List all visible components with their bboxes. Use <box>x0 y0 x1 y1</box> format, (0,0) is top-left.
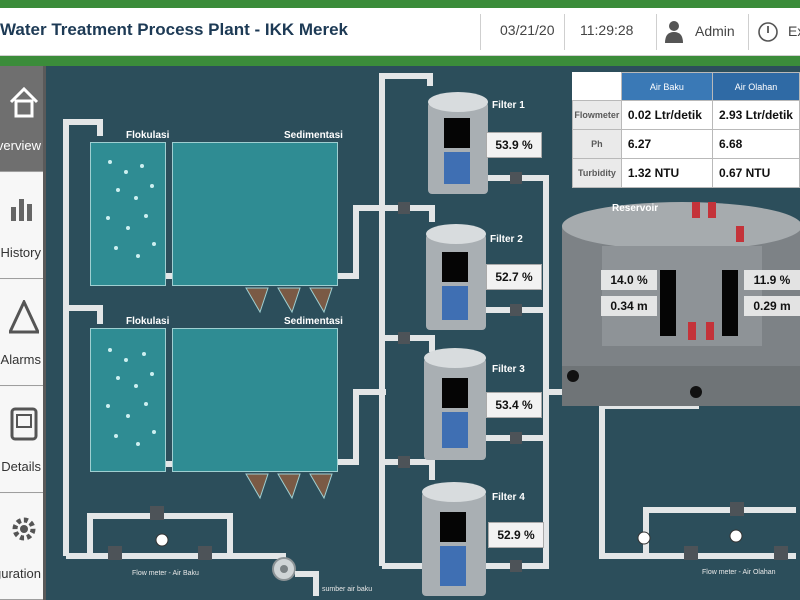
header-divider <box>748 14 749 50</box>
filter-vessels <box>422 92 488 596</box>
exit-icon[interactable] <box>757 21 779 43</box>
flocculation-tank-2 <box>90 328 166 472</box>
filter-value-1: 53.9 % <box>486 132 542 158</box>
filter-value-2: 52.7 % <box>486 264 542 290</box>
filter-label-3: Filter 3 <box>492 364 525 375</box>
source-pipe <box>295 571 319 596</box>
exit-button[interactable]: Exit <box>788 23 800 39</box>
app-title: Water Treatment Process Plant - IKK Mere… <box>0 20 348 39</box>
user-icon[interactable] <box>664 20 684 44</box>
table-row-header: Ph <box>572 129 622 159</box>
process-canvas: Flokulasi Sedimentasi Flokulasi Sediment… <box>46 66 800 600</box>
filter-vessel-2 <box>426 224 486 330</box>
gauge-group <box>155 529 743 547</box>
warning-icon <box>9 300 39 334</box>
pump-hub <box>280 565 288 573</box>
reservoir-left-level-pct: 14.0 % <box>601 270 657 290</box>
filter-vessel-4 <box>422 482 486 596</box>
source-label: sumber air baku <box>322 586 373 593</box>
table-header-row: Air Baku Air Olahan <box>573 72 800 101</box>
sidebar-item-label: History <box>0 245 41 260</box>
reservoir-title: Reservoir <box>612 203 659 214</box>
table-column-header: Air Olahan <box>711 72 800 101</box>
sidebar-item-history[interactable]: History <box>0 173 43 279</box>
header-divider <box>480 14 481 50</box>
sidebar-item-label: Overview <box>0 138 41 153</box>
hopper-group <box>245 287 333 500</box>
details-icon <box>10 407 38 441</box>
valve-group <box>108 172 788 572</box>
sidebar-item-details[interactable]: Details <box>0 387 43 493</box>
sedimentation-tank-1 <box>172 142 338 286</box>
table-cell: 6.68 <box>711 129 800 159</box>
reservoir-left-level-m: 0.34 m <box>601 296 657 316</box>
filter-value-3: 53.4 % <box>486 392 542 418</box>
bar-chart-icon <box>11 199 32 221</box>
filter-label-4: Filter 4 <box>492 492 525 503</box>
filter-label-1: Filter 1 <box>492 100 525 111</box>
user-name[interactable]: Admin <box>695 23 735 39</box>
quality-table: Air Baku Air Olahan Flowmeter 0.02 Ltr/d… <box>572 72 800 188</box>
sedimentation-label-1: Sedimentasi <box>284 130 343 141</box>
flocculation-label-2: Flokulasi <box>126 316 170 327</box>
sidebar-item-alarms[interactable]: Alarms <box>0 280 43 386</box>
table-cell: 0.02 Ltr/detik <box>620 100 713 130</box>
filter-value-4: 52.9 % <box>488 522 544 548</box>
header-divider <box>564 14 565 50</box>
table-row: Ph 6.27 6.68 <box>572 129 800 159</box>
flocculation-label-1: Flokulasi <box>126 130 170 141</box>
sidebar: Overview History Alarms Details Configur… <box>0 66 46 600</box>
sidebar-item-label: Alarms <box>0 352 41 367</box>
sedimentation-label-2: Sedimentasi <box>284 316 343 327</box>
header-bar: Water Treatment Process Plant - IKK Mere… <box>0 0 800 66</box>
filter-vessel-1 <box>428 92 488 194</box>
table-row: Flowmeter 0.02 Ltr/detik 2.93 Ltr/detik <box>572 100 800 130</box>
header-time: 11:29:28 <box>580 22 634 38</box>
flowmeter-raw-label: Flow meter - Air Baku <box>132 570 199 577</box>
sidebar-item-configuration[interactable]: Configuration <box>0 494 43 600</box>
table-cell: 0.67 NTU <box>711 158 800 188</box>
sedimentation-tank-2 <box>172 328 338 472</box>
filter-label-2: Filter 2 <box>490 234 523 245</box>
table-row: Turbidity 1.32 NTU 0.67 NTU <box>572 158 800 188</box>
table-row-header: Turbidity <box>572 158 622 188</box>
reservoir-right-level-m: 0.29 m <box>744 296 800 316</box>
table-cell: 6.27 <box>620 129 713 159</box>
filter-vessel-3 <box>424 348 486 460</box>
sidebar-item-label: Configuration <box>0 566 41 581</box>
table-cell: 2.93 Ltr/detik <box>711 100 800 130</box>
header-divider <box>656 14 657 50</box>
home-icon <box>9 86 39 118</box>
header-date: 03/21/20 <box>500 22 555 38</box>
sidebar-item-label: Details <box>1 459 41 474</box>
header-panel: Water Treatment Process Plant - IKK Mere… <box>0 8 800 56</box>
flocculation-tank-1 <box>90 142 166 286</box>
reservoir-right-level-pct: 11.9 % <box>744 270 800 290</box>
table-corner <box>573 73 622 101</box>
table-cell: 1.32 NTU <box>620 158 713 188</box>
flowmeter-treated-label: Flow meter - Air Olahan <box>702 569 776 576</box>
table-row-header: Flowmeter <box>572 100 622 130</box>
sidebar-item-overview[interactable]: Overview <box>0 66 43 172</box>
table-column-header: Air Baku <box>620 72 713 101</box>
gear-icon <box>12 517 36 541</box>
